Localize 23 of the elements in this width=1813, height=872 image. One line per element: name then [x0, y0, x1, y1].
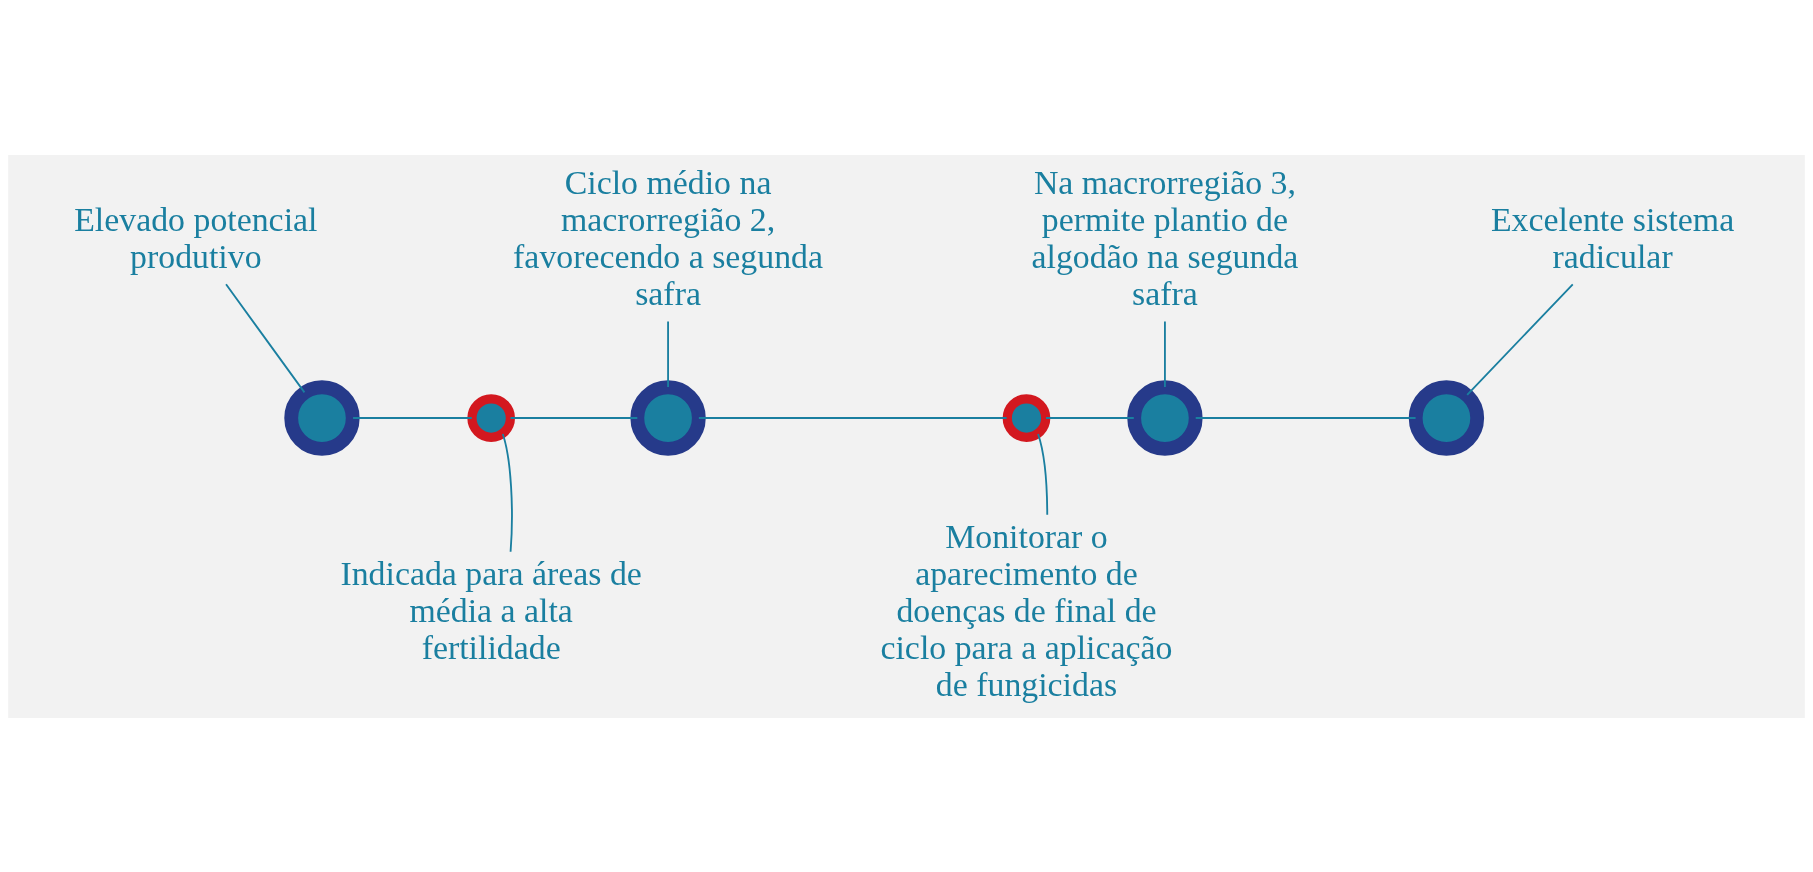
- connector: [352, 416, 473, 419]
- connector: [1194, 416, 1417, 419]
- connector: [1164, 320, 1166, 388]
- node-text: Na macrorregião 3, permite plantio de algodão na segunda safra: [1031, 163, 1299, 312]
- node-text: Monitorar o aparecimento de doenças de final de ciclo para a aplicação de fungicidas: [880, 517, 1173, 703]
- connector: [1037, 432, 1049, 516]
- node-circle: [1408, 379, 1485, 456]
- node-circle: [1127, 379, 1203, 456]
- node-circle: [630, 379, 706, 456]
- node-circle: [1002, 393, 1051, 442]
- node-text: Ciclo médio na macrorregião 2, favorecendo a segunda safra: [513, 163, 824, 312]
- node-text: Indicada para áreas de média a alta fertilidade: [340, 554, 642, 666]
- connector: [509, 416, 639, 419]
- node-circle: [467, 393, 515, 442]
- connector: [697, 416, 1008, 419]
- connector: [501, 432, 513, 553]
- node-text: Excelente sistema radicular: [1490, 200, 1735, 275]
- connector: [667, 320, 669, 388]
- connector: [1045, 416, 1135, 419]
- node-text: Elevado potencial produtivo: [74, 200, 318, 275]
- node-circle: [284, 379, 360, 456]
- connector: [225, 282, 306, 393]
- connector: [1466, 282, 1574, 396]
